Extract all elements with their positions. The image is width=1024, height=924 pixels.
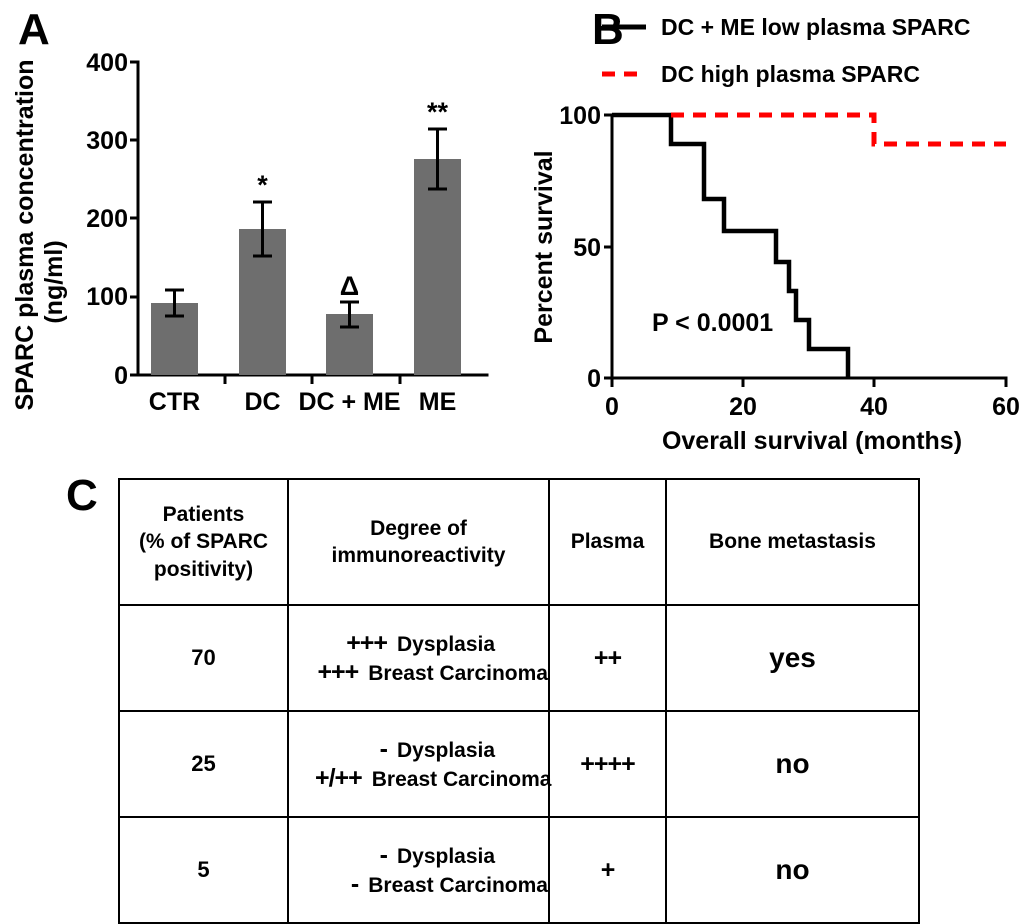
errorbar-me [428,127,447,191]
significance-dc-me: Δ [340,271,359,301]
panel-b-xtick-0: 0 [605,393,619,421]
panel-a-letter: A [18,5,50,54]
degree-sign: +/++ [315,764,363,792]
survival-curve-low-sparc [612,112,851,378]
bone-metastasis-value: yes [769,642,816,673]
degree-entry: - Breast Carcinoma [289,870,548,899]
degree-entry: +++ Breast Carcinoma [289,658,548,687]
header-patients-line3: positivity) [153,557,254,581]
plasma-value: + [600,855,616,884]
immunoreactivity-table: Patients (% of SPARC positivity) Degree … [118,478,920,924]
header-patients: Patients (% of SPARC positivity) [118,478,289,606]
degree-sign: +++ [346,629,388,657]
plasma-value: ++++ [580,749,635,778]
degree-label: Dysplasia [397,633,496,656]
cell-bone-metastasis: yes [665,604,920,712]
degree-entry: - Dysplasia [289,841,548,870]
panel-b-ytick-0: 0 [587,365,601,393]
header-degree-line1: Degree of [370,516,467,540]
panel-a-ytick-200: 200 [86,205,128,233]
panel-b-xtick-60: 60 [992,393,1020,421]
table-row: 70 +++ Dysplasia +++ Breast Carcinoma ++ [118,604,920,712]
table-header-row: Patients (% of SPARC positivity) Degree … [118,478,920,606]
panel-b-xtick-20: 20 [729,393,757,421]
cell-bone-metastasis: no [665,710,920,818]
degree-label: Breast Carcinoma [368,874,548,897]
cell-plasma: + [548,816,667,924]
panel-c-letter: C [66,471,98,520]
cell-degree: +++ Dysplasia +++ Breast Carcinoma [287,604,550,712]
panel-a-ytick-300: 300 [86,127,128,155]
patients-value: 5 [197,857,210,882]
legend-label-low-sparc: DC + ME low plasma SPARC [661,14,971,40]
cell-patients: 5 [118,816,289,924]
panel-a-xlabel-me: ME [419,388,457,416]
degree-label: Dysplasia [397,845,496,868]
cell-patients: 70 [118,604,289,712]
panel-b-xlabel: Overall survival (months) [662,427,962,455]
panel-b-ytick-100: 100 [559,102,601,130]
degree-label: Breast Carcinoma [368,662,548,685]
errorbar-dc [253,200,272,258]
cell-plasma: ++++ [548,710,667,818]
panel-a-ytick-400: 400 [86,49,128,77]
header-bone-metastasis: Bone metastasis [665,478,920,606]
legend-label-high-sparc: DC high plasma SPARC [661,61,920,87]
cell-degree: - Dysplasia - Breast Carcinoma [287,816,550,924]
bone-metastasis-value: no [775,748,810,779]
table-row: 5 - Dysplasia - Breast Carcinoma + [118,816,920,924]
plasma-value: ++ [593,643,622,672]
errorbar-ctr [165,288,184,318]
patients-value: 25 [191,751,216,776]
panel-a-ytick-100: 100 [86,283,128,311]
degree-sign: +++ [317,658,359,686]
panel-b-survival-chart: DC + ME low plasma SPARC DC high plasma … [530,14,1020,455]
degree-sign: - [350,870,359,898]
degree-sign: - [379,841,388,869]
panel-a-xlabel-dc-me: DC + ME [298,388,400,416]
panel-a-xlabel-dc: DC [244,388,280,416]
p-value-annotation: P < 0.0001 [652,309,773,337]
significance-me: ** [427,97,449,127]
panel-b-ytick-50: 50 [573,234,601,262]
header-patients-line2: (% of SPARC [138,530,269,554]
degree-label: Breast Carcinoma [371,768,552,791]
cell-degree: - Dysplasia +/++ Breast Carcinoma [287,710,552,818]
table-row: 25 - Dysplasia +/++ Breast Carcinoma +++… [118,710,920,818]
header-plasma: Plasma [548,478,667,606]
errorbar-dc-me [340,300,359,329]
header-degree: Degree of immunoreactivity [287,478,550,606]
panel-a-ytick-0: 0 [114,362,128,390]
patients-value: 70 [191,645,216,670]
degree-entry: +++ Dysplasia [289,629,548,658]
panel-b-xtick-40: 40 [860,393,888,421]
cell-patients: 25 [118,710,289,818]
degree-sign: - [379,735,388,763]
bar-me [414,159,461,375]
degree-entry: +/++ Breast Carcinoma [289,764,552,793]
cell-plasma: ++ [548,604,667,712]
significance-dc: * [257,170,268,200]
panel-a-bar-chart: SPARC plasma concentration (ng/ml) 400 3… [11,49,489,416]
degree-entry: - Dysplasia [289,735,548,764]
degree-label: Dysplasia [397,739,496,762]
bone-metastasis-value: no [775,854,810,885]
survival-curve-high-sparc [671,112,1006,147]
panel-a-ylabel-line1: SPARC plasma concentration [11,59,39,410]
panel-a-xlabel-ctr: CTR [149,388,200,416]
header-patients-line1: Patients [162,503,245,527]
panel-b-ylabel: Percent survival [530,150,558,343]
panel-a-ylabel-line2: (ng/ml) [40,240,68,323]
cell-bone-metastasis: no [665,816,920,924]
header-degree-line2: immunoreactivity [331,544,506,567]
